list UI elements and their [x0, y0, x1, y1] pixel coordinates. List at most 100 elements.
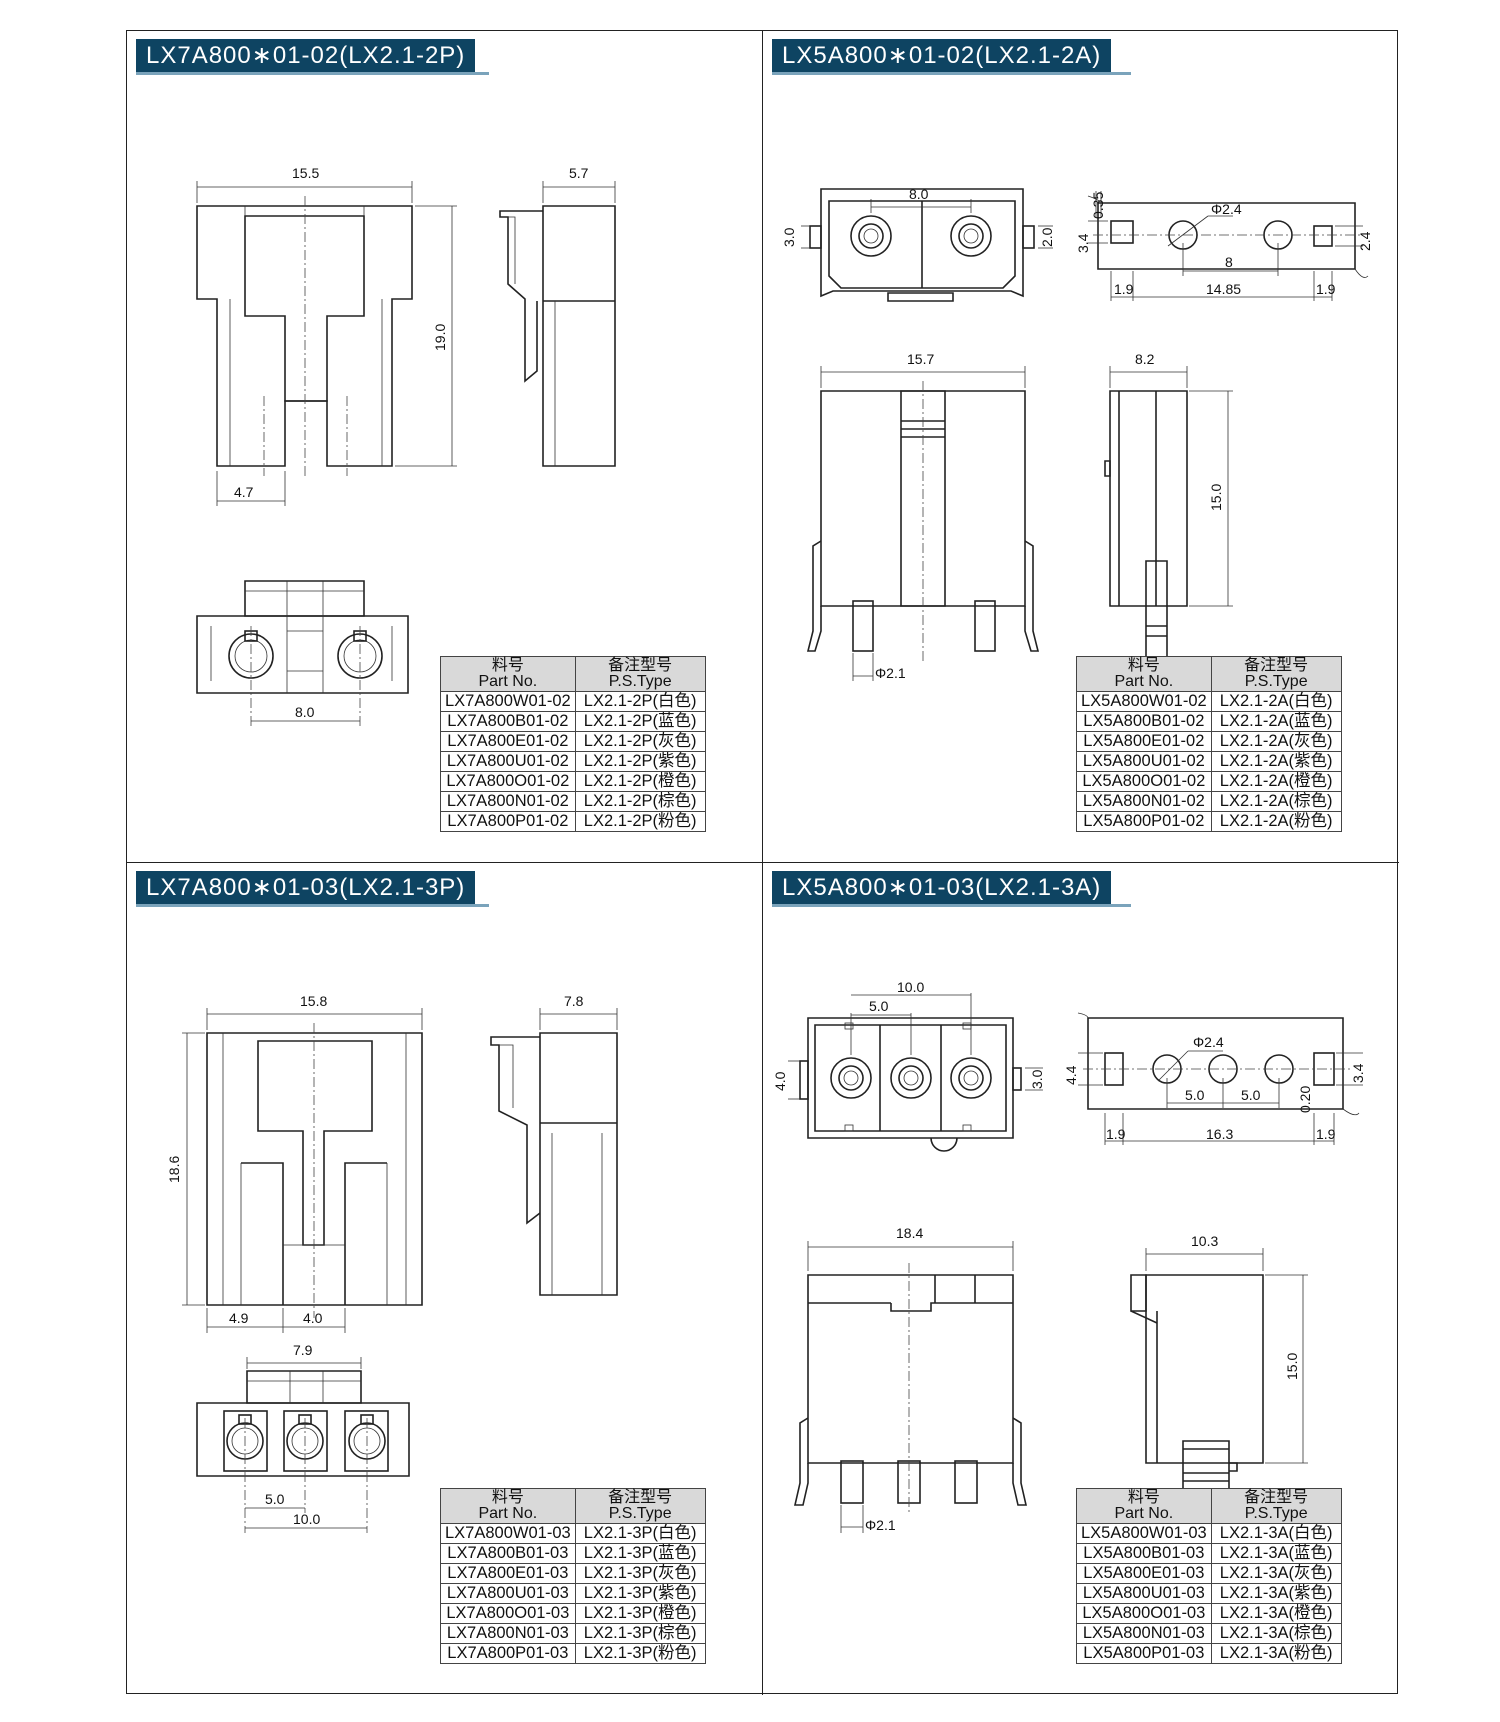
dim-label: 8.0 — [909, 186, 929, 202]
dim-label: 5.7 — [569, 165, 589, 181]
side-view: 5.7 — [499, 165, 616, 467]
title-underline — [772, 72, 1131, 75]
dim-label: 4.0 — [772, 1071, 788, 1091]
dim-label: 4.0 — [303, 1310, 323, 1326]
dim-label: Φ2.4 — [1211, 201, 1242, 217]
panel-2a: LX5A800∗01-02(LX2.1-2A) 8.0 3.0 2.0 — [763, 31, 1399, 863]
dim-label: 0.35 — [1090, 192, 1106, 219]
dim-label: 14.85 — [1206, 281, 1241, 297]
dim-label: 10.0 — [293, 1511, 320, 1527]
dim-label: 19.0 — [432, 324, 448, 351]
dim-label: 8.0 — [295, 704, 315, 720]
title-underline — [772, 904, 1131, 907]
side-view: 7.8 — [490, 993, 618, 1296]
dim-label: 1.9 — [1114, 281, 1134, 297]
dim-label: 3.0 — [781, 227, 797, 247]
dim-label: 2.4 — [1357, 231, 1373, 251]
dim-label: 8 — [1225, 254, 1233, 270]
dim-label: 16.3 — [1206, 1126, 1233, 1142]
pcb-layout: Φ2.4 4.4 5.0 5.0 0.20 3.4 1.9 16.3 1.9 — [1063, 1012, 1366, 1145]
side-view: 10.3 15.0 — [1130, 1233, 1308, 1504]
dim-label: 4.4 — [1063, 1065, 1079, 1085]
front-view: 18.4 Φ2.1 — [793, 1225, 1028, 1533]
dim-label: 7.8 — [564, 993, 584, 1009]
dim-label: 15.0 — [1208, 484, 1224, 511]
dim-label: 5.0 — [1241, 1087, 1261, 1103]
dim-label: Φ2.1 — [865, 1517, 896, 1533]
top-view: 10.0 5.0 4.0 3.0 — [772, 979, 1045, 1152]
dim-label: 10.0 — [897, 979, 924, 995]
dim-label: 3.4 — [1350, 1063, 1366, 1083]
dim-label: 15.7 — [907, 351, 934, 367]
dim-label: Φ2.4 — [1193, 1034, 1224, 1050]
dim-label: 1.9 — [1316, 281, 1336, 297]
dim-label: 0.20 — [1297, 1086, 1313, 1113]
technical-drawing: 15.5 19.0 4.7 5.7 — [196, 165, 616, 726]
side-view: 8.2 15.0 — [1104, 351, 1233, 660]
front-view: 15.7 Φ2.1 — [806, 351, 1040, 681]
bottom-view: 8.0 — [196, 580, 409, 726]
dim-label: 2.0 — [1039, 227, 1055, 247]
panel-title: LX5A800∗01-02(LX2.1-2A) — [772, 39, 1112, 72]
dim-label: 5.0 — [265, 1491, 285, 1507]
dim-label: 15.5 — [292, 165, 319, 181]
drawing-sheet: LX7A800∗01-02(LX2.1-2P) 15.5 19.0 4.7 — [126, 30, 1399, 1695]
dim-label: 4.9 — [229, 1310, 249, 1326]
dim-label: 1.9 — [1316, 1126, 1336, 1142]
dim-label: 5.0 — [1185, 1087, 1205, 1103]
panel-title: LX7A800∗01-03(LX2.1-3P) — [136, 871, 476, 904]
panel-2p: LX7A800∗01-02(LX2.1-2P) 15.5 19.0 4.7 — [127, 31, 763, 863]
dim-label: 3.0 — [1029, 1069, 1045, 1089]
front-view: 15.5 19.0 4.7 — [196, 165, 457, 506]
dim-label: 18.6 — [166, 1156, 182, 1183]
dim-label: 7.9 — [293, 1342, 313, 1358]
top-view: 8.0 3.0 2.0 — [781, 186, 1055, 302]
dim-label: 3.4 — [1075, 233, 1091, 253]
panel-title: LX5A800∗01-03(LX2.1-3A) — [772, 871, 1112, 904]
dim-label: 1.9 — [1106, 1126, 1126, 1142]
dim-label: 18.4 — [896, 1225, 923, 1241]
technical-drawing: 15.8 18.6 4.9 4.0 7.8 — [166, 993, 618, 1533]
title-underline — [136, 72, 489, 75]
dim-label: Φ2.1 — [875, 665, 906, 681]
dim-label: 5.0 — [869, 998, 889, 1014]
dim-label: 4.7 — [234, 484, 254, 500]
dim-label: 8.2 — [1135, 351, 1155, 367]
dim-label: 10.3 — [1191, 1233, 1218, 1249]
panel-3a: LX5A800∗01-03(LX2.1-3A) 10.0 — [763, 863, 1399, 1695]
dim-label: 15.0 — [1284, 1353, 1300, 1380]
